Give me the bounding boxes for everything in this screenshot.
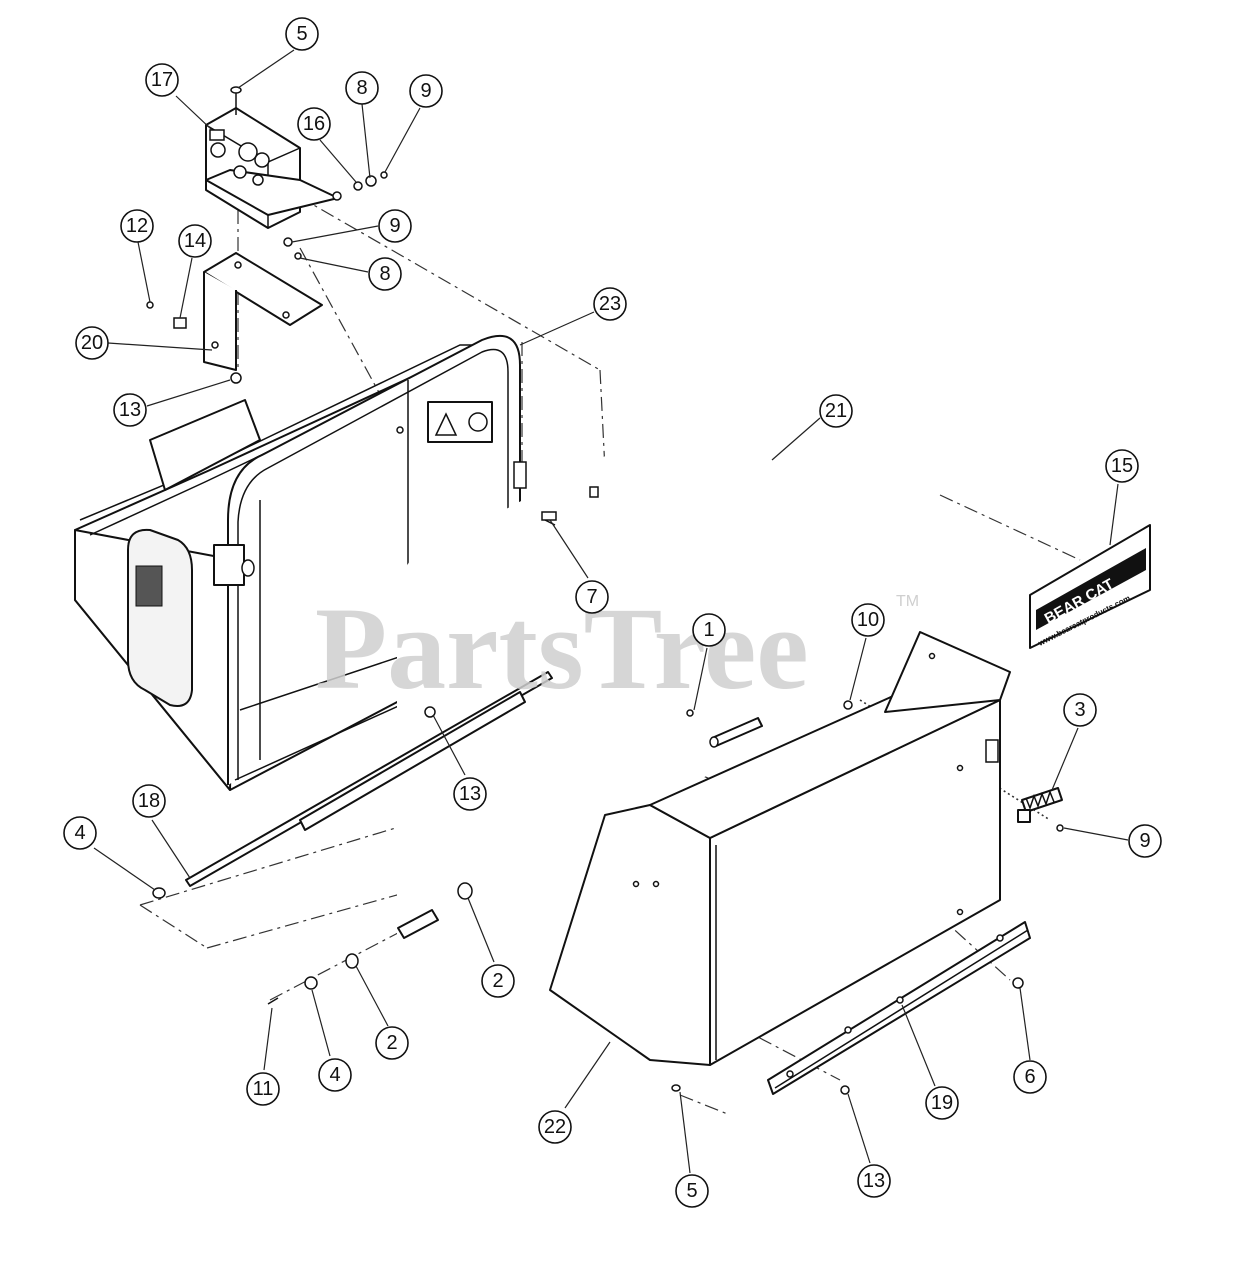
callout-9-mid: 9 (378, 209, 412, 243)
part-22-front-hopper (549, 631, 1011, 1066)
callout-6: 6 (1013, 1060, 1047, 1094)
callout-11: 11 (246, 1072, 280, 1106)
svg-text:2: 2 (386, 1032, 397, 1054)
svg-text:9: 9 (1139, 830, 1150, 852)
part-3-spring-latch (1017, 787, 1064, 832)
callout-8-top: 8 (345, 71, 379, 105)
callout-leaders (93, 49, 1129, 1174)
callout-9-top: 9 (409, 74, 443, 108)
svg-text:4: 4 (329, 1064, 340, 1086)
watermark-trademark: TM (896, 593, 919, 610)
svg-text:9: 9 (389, 215, 400, 237)
callout-12: 12 (120, 209, 154, 243)
callout-13-bottom: 13 (857, 1164, 891, 1198)
callout-4-bottom: 4 (318, 1058, 352, 1092)
svg-text:1: 1 (703, 619, 714, 641)
callout-13-center: 13 (453, 777, 487, 811)
part-19-hinge-strip (671, 921, 1031, 1095)
svg-text:5: 5 (686, 1180, 697, 1202)
callout-5-top: 5 (285, 17, 319, 51)
callout-17: 17 (145, 63, 179, 97)
callout-5-bottom: 5 (675, 1174, 709, 1208)
svg-text:22: 22 (544, 1116, 566, 1138)
callout-4-left: 4 (63, 816, 97, 850)
callout-3: 3 (1063, 693, 1097, 727)
callout-9-right: 9 (1128, 824, 1162, 858)
svg-text:7: 7 (586, 586, 597, 608)
svg-text:12: 12 (126, 215, 148, 237)
callout-10: 10 (851, 603, 885, 637)
svg-text:8: 8 (379, 263, 390, 285)
svg-text:19: 19 (931, 1092, 953, 1114)
svg-text:13: 13 (459, 783, 481, 805)
svg-text:4: 4 (74, 822, 85, 844)
callout-7: 7 (575, 580, 609, 614)
callout-14: 14 (178, 224, 212, 258)
part-21-front-handle (397, 386, 775, 948)
svg-text:15: 15 (1111, 455, 1133, 477)
callout-15: 15 (1105, 449, 1139, 483)
callout-21: 21 (819, 394, 853, 428)
part-23-rear-hopper (74, 335, 527, 791)
svg-text:9: 9 (420, 80, 431, 102)
svg-text:14: 14 (184, 230, 206, 252)
hardware-washers-top (283, 171, 388, 260)
callout-16: 16 (297, 107, 331, 141)
part-1-pin (686, 709, 763, 748)
svg-text:13: 13 (863, 1170, 885, 1192)
watermark: PartsTree (315, 583, 809, 714)
svg-text:21: 21 (825, 400, 847, 422)
svg-text:18: 18 (138, 790, 160, 812)
svg-text:23: 23 (599, 293, 621, 315)
svg-text:11: 11 (253, 1078, 274, 1100)
svg-text:2: 2 (492, 970, 503, 992)
callout-19: 19 (925, 1086, 959, 1120)
svg-text:5: 5 (296, 23, 307, 45)
callout-1: 1 (692, 613, 726, 647)
svg-text:10: 10 (857, 609, 879, 631)
callout-2-right: 2 (481, 964, 515, 998)
part-15-decal: BEAR CAT www.bearcatproducts.com (1029, 524, 1151, 649)
part-18-axle (152, 671, 553, 899)
callout-23: 23 (593, 287, 627, 321)
svg-text:20: 20 (81, 332, 103, 354)
svg-text:16: 16 (303, 113, 325, 135)
svg-text:13: 13 (119, 399, 141, 421)
part-20-mounting-bracket (146, 252, 323, 384)
callout-13-left: 13 (113, 393, 147, 427)
callout-2-left: 2 (375, 1026, 409, 1060)
svg-text:3: 3 (1074, 699, 1085, 721)
callout-20: 20 (75, 326, 109, 360)
svg-text:8: 8 (356, 77, 367, 99)
svg-text:6: 6 (1024, 1066, 1035, 1088)
callout-22: 22 (538, 1110, 572, 1144)
bushings-and-washers (267, 882, 473, 1005)
part-17-control-box (205, 86, 342, 229)
callout-18: 18 (132, 784, 166, 818)
callout-8-mid: 8 (368, 257, 402, 291)
svg-text:17: 17 (151, 69, 173, 91)
